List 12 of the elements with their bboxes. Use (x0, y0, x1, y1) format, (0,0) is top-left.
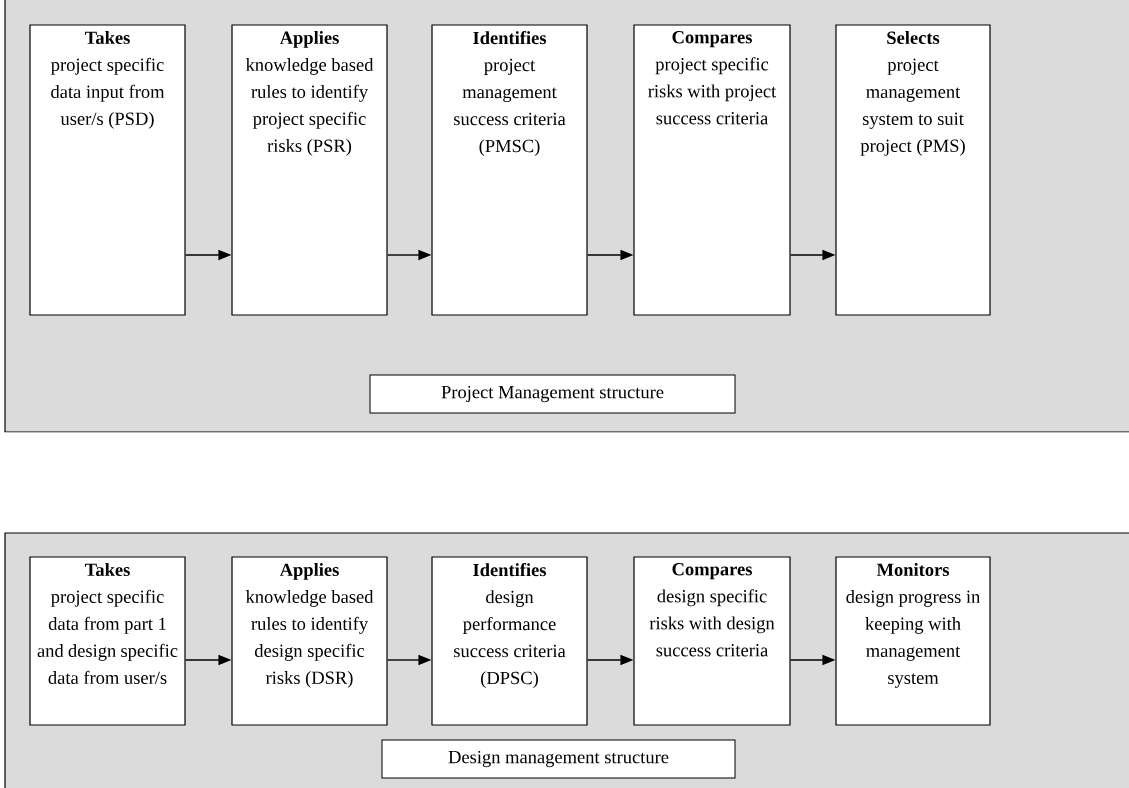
process-box: Identifies design performance success criteria (DPSC) (431, 556, 588, 726)
process-box: Identifies project management success criteria (PMSC) (431, 24, 588, 316)
title-box: Project Management structure (369, 374, 736, 414)
process-box: Compares design specific risks with design success criteria (633, 556, 791, 726)
process-box: Selects project management system to suit project (PMS) (835, 24, 991, 316)
process-box: Compares project specific risks with project success criteria (633, 24, 791, 316)
process-box: Applies knowledge based rules to identify design specific risks (DSR) (231, 556, 388, 726)
process-box: Takes project specific data from part 1 and design specific data from user/s (29, 556, 186, 726)
process-box: Monitors design progress in keeping with management system (835, 556, 991, 726)
process-box: Applies knowledge based rules to identify project specific risks (PSR) (231, 24, 388, 316)
process-box: Takes project specific data input from user/s (PSD) (29, 24, 186, 316)
title-box: Design management structure (381, 739, 736, 779)
